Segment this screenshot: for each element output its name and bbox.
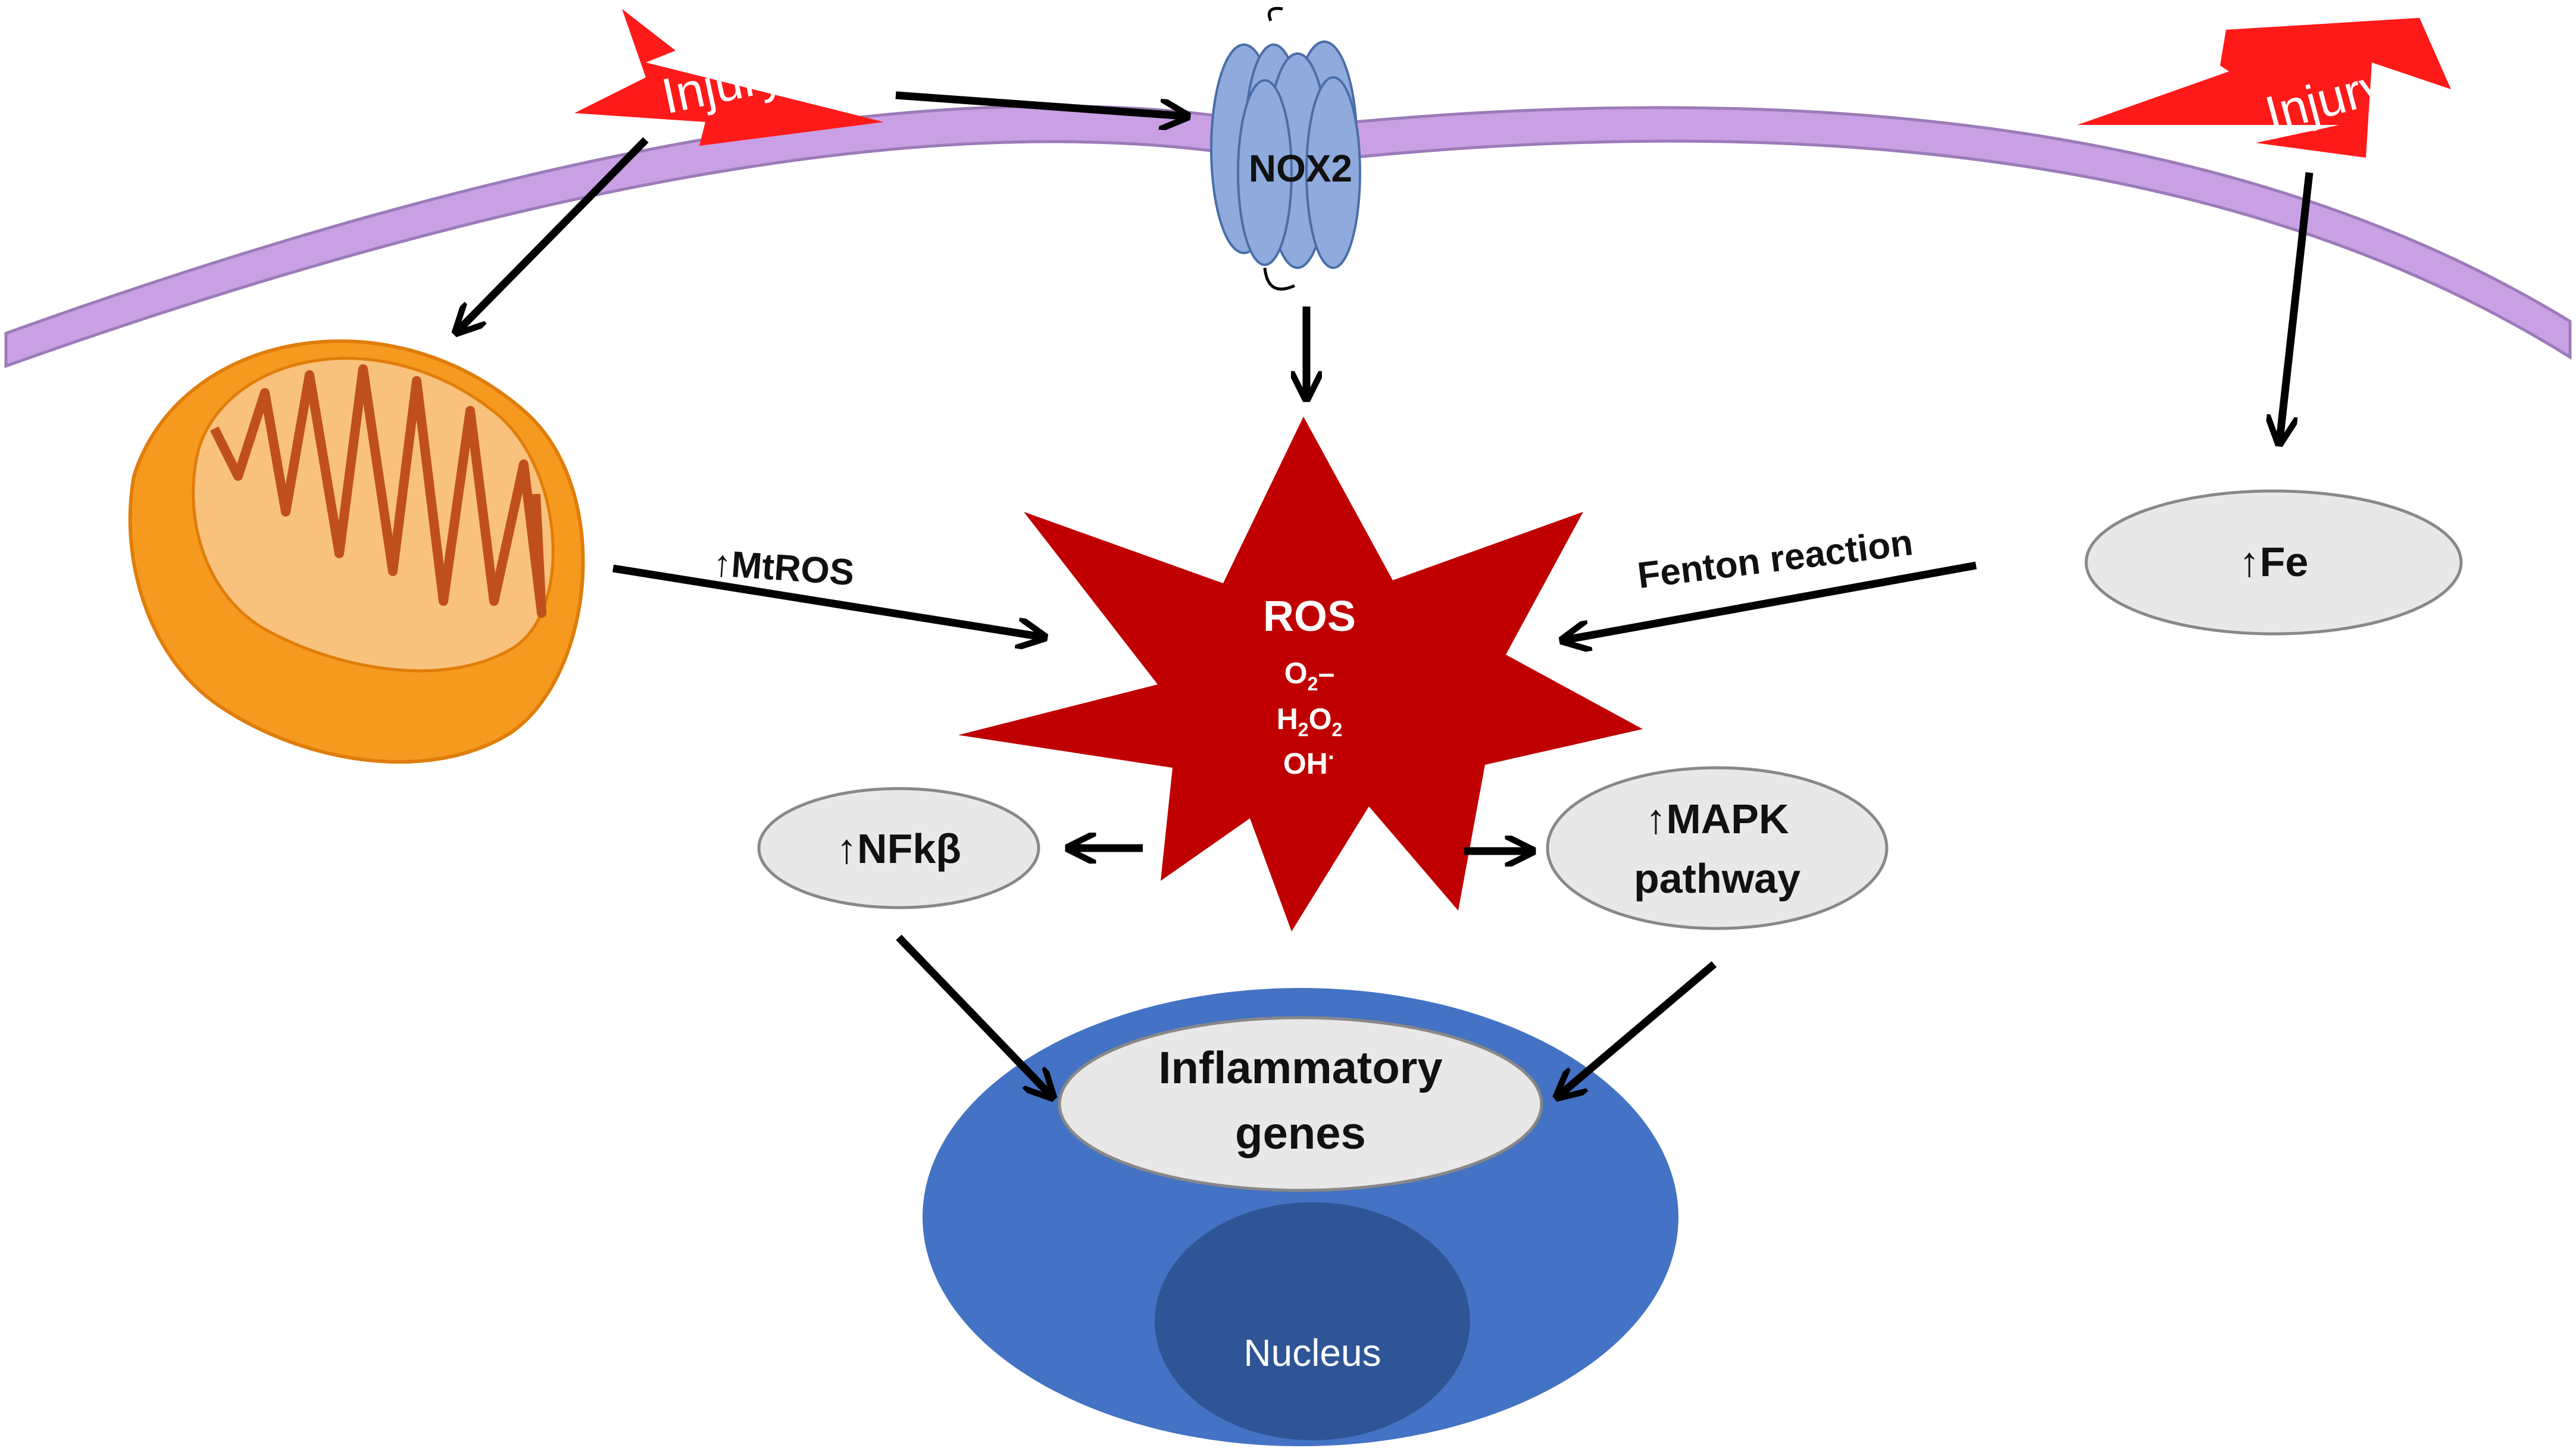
arrow-injury-to-nox2	[895, 91, 1184, 116]
arrow-nfkb-to-genes	[896, 934, 1051, 1095]
inflammatory-label-line2: genes	[1235, 1108, 1366, 1159]
arrow-injury-to-mitochondrion	[458, 137, 649, 330]
ros-species-superoxide: O2–	[1284, 656, 1335, 695]
mapk-label-line1: ↑MAPK	[1645, 796, 1789, 842]
arrow-mitochondrion-to-ros	[612, 564, 1042, 637]
arrow-fe-to-ros	[1565, 561, 1977, 640]
mitochondrion-icon	[128, 339, 585, 764]
inflammatory-label-line1: Inflammatory	[1158, 1043, 1442, 1093]
ros-species-hydroxyl: OH·	[1283, 745, 1336, 780]
nucleus-label: Nucleus	[1243, 1331, 1381, 1374]
ros-label: ROS	[1263, 593, 1356, 640]
arrow-injury-to-fe	[2280, 172, 2314, 440]
inflammatory-genes-node: Inflammatory genes	[1058, 1016, 1543, 1192]
arrow-mapk-to-genes	[1559, 961, 1717, 1095]
fe-node: ↑Fe	[2084, 489, 2463, 636]
nox2-channel-icon: NOX2	[1210, 7, 1361, 291]
mapk-label-line2: pathway	[1634, 855, 1800, 902]
fe-label: ↑Fe	[2239, 539, 2309, 585]
nox2-label: NOX2	[1249, 147, 1352, 190]
ros-star-icon: ROS O2– H2O2 OH·	[958, 417, 1643, 931]
cell-membrane	[4, 104, 2572, 368]
nucleus-node: Nucleus	[1155, 1202, 1470, 1440]
mtros-label: ↑MtROS	[711, 543, 855, 593]
injury-bolt-right-icon: Injury	[2077, 18, 2451, 158]
nfkb-label: ↑NFkβ	[836, 825, 961, 872]
nfkb-node: ↑NFkβ	[757, 787, 1040, 909]
mapk-node: ↑MAPK pathway	[1546, 766, 1889, 930]
ros-species-hydrogen-peroxide: H2O2	[1277, 702, 1343, 740]
injury-bolt-left-icon: Injury	[574, 9, 884, 146]
